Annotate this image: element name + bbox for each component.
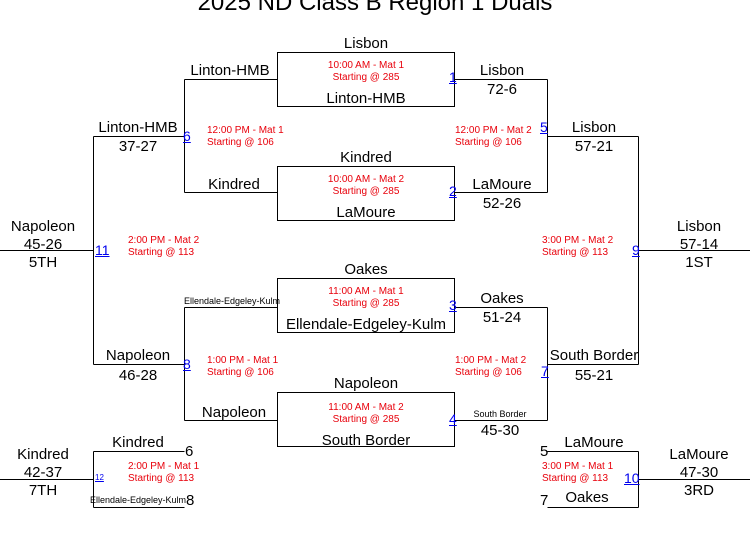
right-final-place: 1ST [685, 254, 713, 271]
right-winner-bottom-name: South Border [549, 347, 639, 364]
qf4-time: 11:00 AM - Mat 2 [328, 402, 404, 413]
third-bottom-name: Oakes [565, 489, 609, 506]
match-link-12[interactable]: 12 [95, 473, 104, 482]
match-link-1[interactable]: 1 [449, 69, 457, 85]
right-winner-top-name: Lisbon [571, 119, 617, 136]
m11-time: 2:00 PM - Mat 2 [128, 235, 200, 246]
m5-start: Starting @ 106 [455, 137, 522, 148]
match-link-8[interactable]: 8 [183, 356, 191, 372]
m9-time: 3:00 PM - Mat 2 [542, 235, 614, 246]
qf1-start: Starting @ 285 [332, 72, 400, 83]
right-final-score: 57-14 [679, 236, 719, 253]
left-final-score: 45-26 [23, 236, 63, 253]
qf2-bottom-team: LaMoure [336, 204, 396, 221]
left-final-place: 5TH [28, 254, 58, 271]
right-entrant-lamoure: LaMoure [472, 176, 532, 193]
m9-start: Starting @ 113 [542, 247, 609, 258]
qf3-time: 11:00 AM - Mat 1 [328, 286, 404, 297]
third-result-name: LaMoure [669, 446, 729, 463]
left-winner-top-name: Linton-HMB [98, 119, 178, 136]
right-entrant-southborder-score: 45-30 [480, 422, 520, 439]
match-link-3[interactable]: 3 [449, 297, 457, 313]
m10-time: 3:00 PM - Mat 1 [542, 461, 614, 472]
right-final-name: Lisbon [676, 218, 722, 235]
match-link-5[interactable]: 5 [540, 119, 548, 135]
right-entrant-southborder: South Border [473, 409, 527, 419]
m10-start: Starting @ 113 [542, 473, 609, 484]
left-winner-bottom-score: 46-28 [118, 367, 158, 384]
qf2-time: 10:00 AM - Mat 2 [327, 174, 405, 185]
m6-start: Starting @ 106 [207, 137, 274, 148]
qf-box-2 [277, 166, 455, 221]
match-link-9[interactable]: 9 [632, 242, 640, 258]
qf-box-3 [277, 278, 455, 333]
qf1-bottom-team: Linton-HMB [326, 90, 406, 107]
seventh-top-name: Kindred [112, 434, 164, 451]
m7-time: 1:00 PM - Mat 2 [455, 355, 527, 366]
m8-start: Starting @ 106 [207, 367, 274, 378]
qf3-top-team: Oakes [344, 261, 388, 278]
right-entrant-oakes: Oakes [480, 290, 524, 307]
m12-start: Starting @ 113 [128, 473, 195, 484]
match-link-4[interactable]: 4 [449, 411, 457, 427]
qf4-top-team: Napoleon [333, 375, 399, 392]
qf4-start: Starting @ 285 [332, 414, 400, 425]
third-top-seed: 5 [540, 443, 549, 460]
seventh-bottom-name: Ellendale-Edgeley-Kulm [89, 495, 186, 505]
seventh-bottom-seed: 8 [186, 492, 195, 509]
match-link-2[interactable]: 2 [449, 183, 457, 199]
match-link-7[interactable]: 7 [541, 363, 549, 379]
third-result-score: 47-30 [679, 464, 719, 481]
m12-time: 2:00 PM - Mat 1 [128, 461, 200, 472]
qf2-top-team: Kindred [340, 149, 392, 166]
seventh-result-name: Kindred [17, 446, 69, 463]
match-link-10[interactable]: 10 [624, 470, 640, 486]
right-winner-top-score: 57-21 [574, 138, 614, 155]
m8-time: 1:00 PM - Mat 1 [207, 355, 279, 366]
qf1-top-team: Lisbon [343, 35, 389, 52]
left-winner-top-score: 37-27 [118, 138, 158, 155]
left-final-name: Napoleon [10, 218, 76, 235]
seventh-result-place: 7TH [28, 482, 58, 499]
m6-time: 12:00 PM - Mat 1 [207, 125, 284, 136]
left-winner-bottom-name: Napoleon [105, 347, 171, 364]
qf2-start: Starting @ 285 [332, 186, 400, 197]
third-top-name: LaMoure [564, 434, 624, 451]
m5-time: 12:00 PM - Mat 2 [455, 125, 532, 136]
right-entrant-lisbon-score: 72-6 [486, 81, 518, 98]
m11-start: Starting @ 113 [128, 247, 195, 258]
qf1-time: 10:00 AM - Mat 1 [327, 60, 405, 71]
m7-start: Starting @ 106 [455, 367, 522, 378]
third-result-place: 3RD [683, 482, 715, 499]
page-title: 2025 ND Class B Region 1 Duals [197, 0, 553, 16]
seventh-result-score: 42-37 [23, 464, 63, 481]
third-bottom-seed: 7 [540, 492, 549, 509]
left-entrant-kindred: Kindred [208, 176, 260, 193]
left-entrant-linton: Linton-HMB [190, 62, 270, 79]
match-link-11[interactable]: 11 [95, 242, 110, 258]
right-entrant-lisbon: Lisbon [479, 62, 525, 79]
right-entrant-oakes-score: 51-24 [482, 309, 522, 326]
qf-box-4 [277, 392, 455, 447]
right-entrant-lamoure-score: 52-26 [482, 195, 522, 212]
left-entrant-eek: Ellendale-Edgeley-Kulm [183, 296, 281, 306]
qf3-bottom-team: Ellendale-Edgeley-Kulm [285, 316, 447, 333]
qf4-bottom-team: South Border [321, 432, 411, 449]
right-winner-bottom-score: 55-21 [574, 367, 614, 384]
left-entrant-napoleon: Napoleon [201, 404, 267, 421]
match-link-6[interactable]: 6 [183, 128, 191, 144]
seventh-top-seed: 6 [185, 443, 194, 460]
qf3-start: Starting @ 285 [332, 298, 400, 309]
